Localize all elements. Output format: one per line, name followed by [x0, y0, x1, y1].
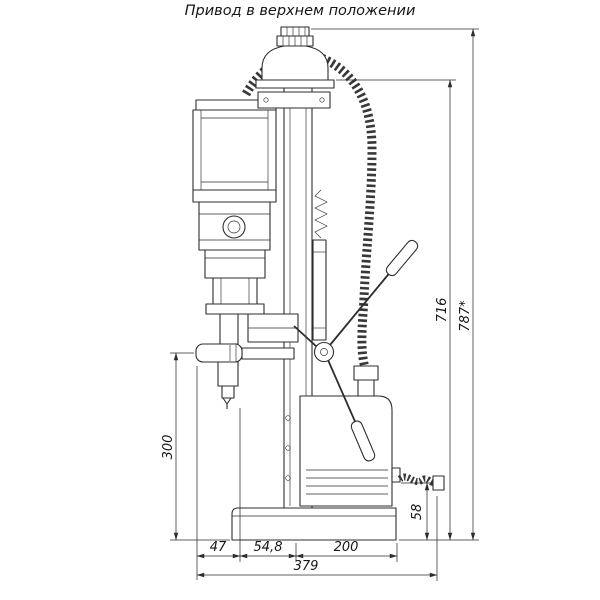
power-cord: [391, 467, 445, 491]
carriage: [312, 189, 328, 341]
dimension-54-8: 54,8: [239, 540, 297, 559]
drive-top-cap: [255, 26, 335, 89]
column-brackets: [247, 91, 331, 343]
dimension-label-54-8: 54,8: [254, 540, 283, 555]
drawing-title: Привод в верхнем положении: [185, 3, 416, 19]
arbor-cutter: [217, 361, 239, 409]
dimension-716: 716: [435, 79, 453, 541]
dimension-58: 58: [410, 482, 430, 541]
dimension-787: 787*: [458, 28, 476, 541]
dimension-label-787: 787*: [458, 300, 473, 332]
dimension-label-300: 300: [161, 435, 176, 460]
magnetic-base: [231, 507, 397, 541]
dimension-label-379: 379: [294, 559, 319, 574]
dimension-47: 47: [196, 540, 241, 559]
corrugated-hose: [242, 50, 377, 370]
motor-unit: [192, 99, 277, 345]
feed-handle: [293, 239, 419, 462]
dimension-300: 300: [161, 352, 179, 541]
dimension-200: 200: [295, 540, 398, 559]
handle-hub: [313, 341, 335, 363]
magnet-box: [299, 395, 393, 507]
hose-connector: [353, 365, 379, 397]
dimension-label-47: 47: [210, 540, 227, 555]
support-bar: [195, 343, 295, 363]
dimension-label-200: 200: [334, 540, 359, 555]
dimension-label-58: 58: [410, 504, 425, 521]
dimension-label-716: 716: [435, 298, 450, 323]
dimension-379: 379: [196, 559, 438, 578]
extension-lines: [170, 28, 479, 581]
